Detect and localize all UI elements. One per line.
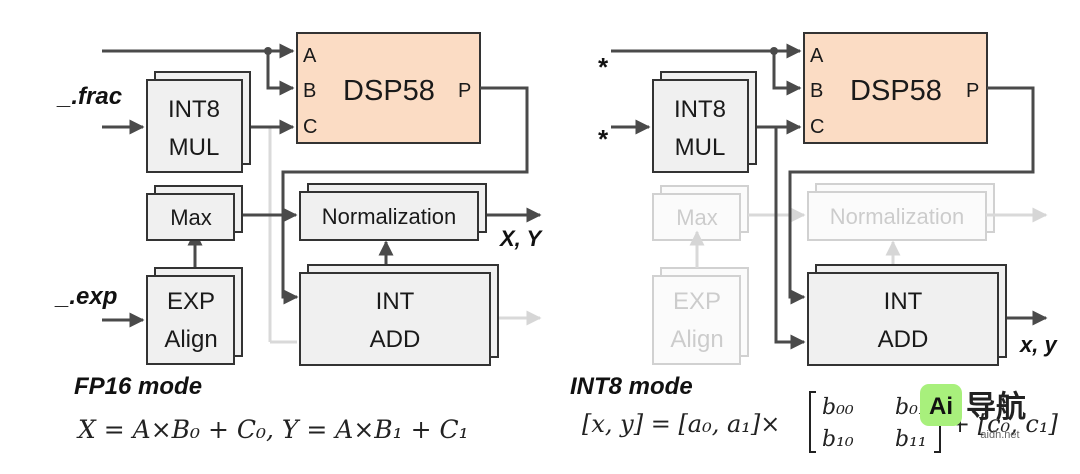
input-exp-label: _.exp — [54, 283, 117, 310]
fp16-formula: X = A×B₀ + C₀, Y = A×B₁ + C₁ — [76, 415, 469, 444]
watermark-logo: Ai — [929, 393, 953, 420]
int8-mul-block-fp16: INT8 MUL — [146, 71, 251, 173]
add-line1-int8: INT — [884, 288, 923, 315]
max-label-faded: Max — [676, 205, 718, 230]
fp16-diagram: DSP58 A B C P — [54, 32, 544, 444]
int8-formula-lhs: [x, y] = [a₀, a₁]× — [582, 410, 780, 438]
normalization-label-faded: Normalization — [830, 204, 965, 229]
int8-mode-label: INT8 mode — [570, 373, 693, 400]
port-c-label-int8: C — [810, 116, 824, 138]
exp-line2-faded: Align — [670, 326, 723, 353]
max-block-fp16: Max — [146, 185, 243, 241]
output-xy-label: X, Y — [498, 226, 544, 251]
port-a-label: A — [303, 45, 317, 67]
exp-line2: Align — [164, 326, 217, 353]
int8-diagram: Max Normalization EXP Align DSP58 A B C … — [570, 32, 1058, 453]
exp-line1: EXP — [167, 288, 215, 315]
add-line1: INT — [376, 288, 415, 315]
normalization-block-fp16: Normalization — [299, 183, 487, 241]
output-xy-label-int8: x, y — [1019, 332, 1058, 357]
int8-faded-blocks: Max Normalization EXP Align — [652, 183, 1048, 365]
matrix-b11: b₁₁ — [895, 427, 927, 452]
port-c-label: C — [303, 116, 317, 138]
dsp58-title-int8: DSP58 — [850, 75, 942, 107]
mul-line2-int8: MUL — [675, 134, 726, 161]
matrix-b10: b₁₀ — [822, 427, 854, 452]
dsp58-title: DSP58 — [343, 75, 435, 107]
watermark: Ai 导航 aidh.net — [920, 384, 1026, 441]
int8-wires — [611, 43, 1048, 350]
port-p-label: P — [458, 80, 471, 102]
normalization-label: Normalization — [322, 204, 457, 229]
watermark-cn: 导航 — [966, 390, 1026, 425]
mul-line1-int8: INT8 — [674, 96, 726, 123]
add-line2-int8: ADD — [878, 326, 929, 353]
input-mid-star: * — [597, 124, 609, 154]
dsp58-block-fp16: DSP58 A B C P — [296, 32, 481, 144]
fp16-mode-label: FP16 mode — [74, 373, 202, 400]
port-b-label-int8: B — [810, 80, 823, 102]
port-a-label-int8: A — [810, 45, 824, 67]
input-frac-label: _.frac — [56, 83, 122, 110]
watermark-site: aidh.net — [980, 429, 1019, 441]
dsp58-block-int8: DSP58 A B C P — [803, 32, 988, 144]
int8-mul-block-int8: INT8 MUL — [652, 71, 757, 173]
input-top-star: * — [597, 52, 609, 82]
matrix-b00: b₀₀ — [822, 395, 854, 420]
fp16-wires — [102, 43, 542, 328]
exp-align-block-fp16: EXP Align — [146, 267, 243, 365]
port-p-label-int8: P — [966, 80, 979, 102]
watermark-logo-bg — [920, 384, 962, 426]
mul-line1: INT8 — [168, 96, 220, 123]
port-b-label: B — [303, 80, 316, 102]
mul-line2: MUL — [169, 134, 220, 161]
int-add-block-fp16: INT ADD — [299, 264, 499, 366]
exp-line1-faded: EXP — [673, 288, 721, 315]
int-add-block-int8: INT ADD — [807, 264, 1007, 366]
fp16-faded-wires — [268, 127, 542, 344]
max-label: Max — [170, 205, 212, 230]
int8-formula-rhs: + [c₀, c₁] — [950, 410, 1058, 438]
add-line2: ADD — [370, 326, 421, 353]
